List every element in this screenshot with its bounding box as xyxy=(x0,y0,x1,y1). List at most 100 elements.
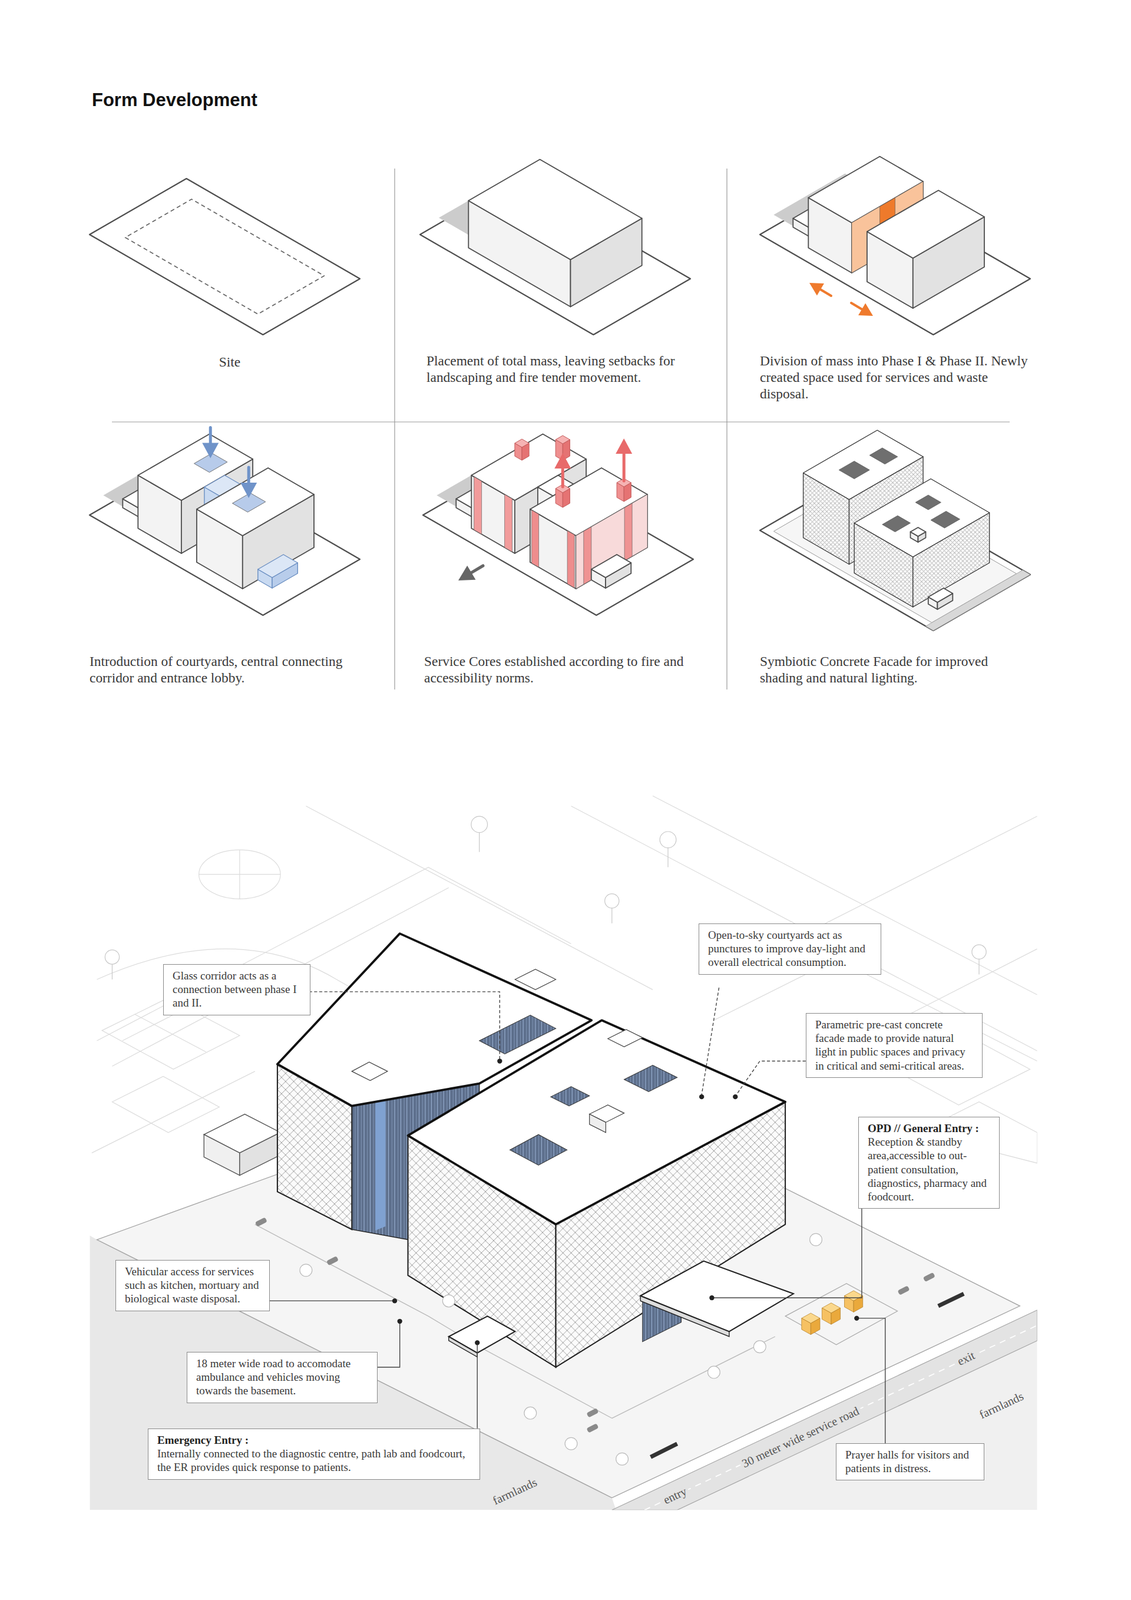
iso-face xyxy=(468,159,642,260)
canopy xyxy=(448,1315,516,1352)
callout-text: Prayer halls for visitors and patients i… xyxy=(845,1447,975,1475)
prayer-plot xyxy=(785,1282,898,1345)
site-axonometric xyxy=(89,790,1037,1510)
car xyxy=(923,1271,936,1282)
iso-face xyxy=(474,476,482,535)
iso-face xyxy=(624,503,633,561)
callout-text: 18 meter wide road to accomodate ambulan… xyxy=(196,1356,369,1398)
callout-box: Emergency Entry :Internally connected to… xyxy=(147,1427,481,1480)
leader-dot xyxy=(474,1339,480,1345)
tree xyxy=(753,1340,766,1353)
context-map xyxy=(199,849,281,899)
iso-face xyxy=(915,494,941,510)
arrow xyxy=(209,427,213,443)
iso-face xyxy=(89,178,360,335)
leader-line xyxy=(858,1317,886,1444)
arrow xyxy=(458,565,476,581)
roof-box xyxy=(514,969,556,990)
tree xyxy=(659,831,677,848)
iso-face xyxy=(854,478,990,558)
step-caption: Service Cores established according to f… xyxy=(424,652,701,686)
tree xyxy=(564,1436,578,1450)
iso-face xyxy=(514,438,529,448)
car xyxy=(586,1407,599,1417)
callout-box: Glass corridor acts as a connection betw… xyxy=(163,963,311,1015)
iso-face xyxy=(930,511,960,529)
step-caption: Division of mass into Phase I & Phase II… xyxy=(759,352,1031,402)
form-step xyxy=(89,156,1031,631)
prayer-hall xyxy=(801,1317,812,1335)
prayer-hall xyxy=(821,1307,832,1325)
step-caption: Site xyxy=(170,353,289,370)
leader-dot xyxy=(709,1294,714,1300)
leader-dot xyxy=(392,1297,398,1303)
leader-line xyxy=(268,1300,393,1301)
roof-box xyxy=(351,1061,388,1080)
context-map xyxy=(897,948,1038,1020)
phase-roof xyxy=(408,1019,786,1224)
iso-face xyxy=(504,494,513,552)
tree xyxy=(971,944,987,959)
callout-text: Reception & standby area,accessible to o… xyxy=(867,1134,991,1203)
roof-box xyxy=(607,1029,643,1047)
callout-box: OPD // General Entry :Reception & standb… xyxy=(858,1116,1000,1209)
iso-face xyxy=(591,554,632,578)
context-map xyxy=(199,849,281,899)
arrow xyxy=(471,565,484,573)
arrow xyxy=(247,467,251,483)
callout-text: Parametric pre-cast concrete facade made… xyxy=(815,1017,974,1073)
arrow xyxy=(858,303,873,316)
callout-box: Vehicular access for services such as ki… xyxy=(115,1259,270,1311)
callout-heading: Emergency Entry : xyxy=(157,1432,471,1447)
panel-grid xyxy=(726,168,727,690)
arrow xyxy=(240,482,257,498)
canopy xyxy=(640,1260,794,1331)
panel-grid xyxy=(111,421,1010,422)
iso-face xyxy=(803,430,924,500)
leader-dot xyxy=(732,1093,738,1099)
courtyard xyxy=(624,1064,678,1091)
arrow xyxy=(622,453,626,481)
tree xyxy=(708,1365,721,1378)
callout-box: Open-to-sky courtyards act as punctures … xyxy=(698,923,882,975)
courtyard xyxy=(510,1133,568,1165)
tree xyxy=(809,1232,823,1246)
iso-face xyxy=(258,554,299,578)
courtyard xyxy=(479,1014,557,1054)
arrow xyxy=(554,452,571,469)
context-map xyxy=(111,1076,220,1133)
iso-face xyxy=(531,510,539,568)
iso-face xyxy=(869,447,898,465)
step-caption: Placement of total mass, leaving setback… xyxy=(426,352,716,386)
callout-box: 18 meter wide road to accomodate ambulan… xyxy=(186,1351,378,1403)
callout-text: Vehicular access for services such as ki… xyxy=(124,1264,261,1306)
iso-face xyxy=(567,530,575,588)
arrow xyxy=(561,468,565,487)
car xyxy=(586,1422,599,1433)
iso-face xyxy=(910,527,927,537)
prayer-hall xyxy=(801,1290,863,1334)
prayer-hall xyxy=(831,1307,841,1325)
leader-line xyxy=(713,1206,862,1298)
courtyard xyxy=(550,1086,590,1106)
callout-text: Open-to-sky courtyards act as punctures … xyxy=(708,927,872,970)
arrow xyxy=(615,438,633,454)
tree xyxy=(471,815,488,833)
arrow xyxy=(809,282,825,296)
tree xyxy=(104,815,987,980)
prayer-hall xyxy=(810,1317,820,1335)
roof-box xyxy=(589,1113,607,1133)
iso-face xyxy=(555,435,570,444)
glass-strip xyxy=(375,1099,386,1230)
car xyxy=(255,1216,268,1226)
car xyxy=(897,1284,911,1295)
annex-block xyxy=(203,1133,240,1175)
panel-grid xyxy=(394,168,395,690)
tree xyxy=(442,1294,455,1307)
leader-line xyxy=(309,991,501,1059)
leader-line xyxy=(477,1344,478,1428)
arrow xyxy=(202,442,219,459)
tree xyxy=(524,1406,537,1419)
tree xyxy=(616,1452,629,1465)
